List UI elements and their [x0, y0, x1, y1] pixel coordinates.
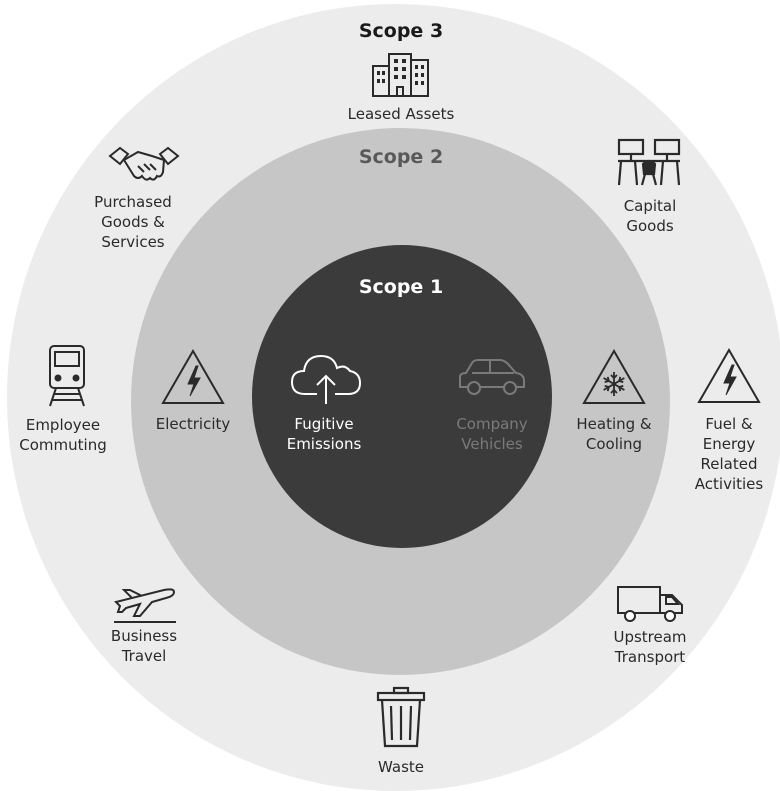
airplane-icon: [112, 578, 178, 624]
trash-can-icon: [374, 686, 428, 748]
high-voltage-warning-icon: [696, 347, 762, 405]
scope3-title: Scope 3: [358, 20, 444, 42]
capital-goods-label: Capital Goods: [623, 197, 677, 235]
heating-cooling-label: Heating & Cooling: [576, 415, 652, 453]
train-icon: [46, 344, 88, 408]
truck-icon: [616, 583, 684, 625]
workstations-icon: [617, 138, 681, 188]
scope1-title: Scope 1: [358, 276, 444, 298]
high-voltage-warning-icon: [160, 348, 226, 406]
fugitive-emissions-label: Fugitive Emissions: [286, 415, 362, 453]
waste-label: Waste: [378, 758, 424, 776]
cloud-upload-icon: [289, 350, 363, 406]
purchased-goods-label: Purchased Goods & Services: [94, 193, 172, 251]
employee-commuting-label: Employee Commuting: [19, 416, 107, 454]
buildings-icon: [370, 50, 432, 98]
business-travel-label: Business Travel: [110, 627, 178, 665]
snowflake-warning-icon: [581, 348, 647, 406]
company-vehicles-label: Company Vehicles: [456, 415, 528, 453]
car-icon: [456, 357, 528, 399]
upstream-transport-label: Upstream Transport: [613, 628, 687, 666]
electricity-label: Electricity: [155, 415, 231, 433]
fuel-energy-label: Fuel & Energy Related Activities: [694, 415, 764, 493]
scope1-ring: [252, 245, 552, 548]
leased-assets-label: Leased Assets: [347, 105, 455, 123]
handshake-icon: [108, 142, 180, 190]
scope2-title: Scope 2: [358, 146, 444, 168]
